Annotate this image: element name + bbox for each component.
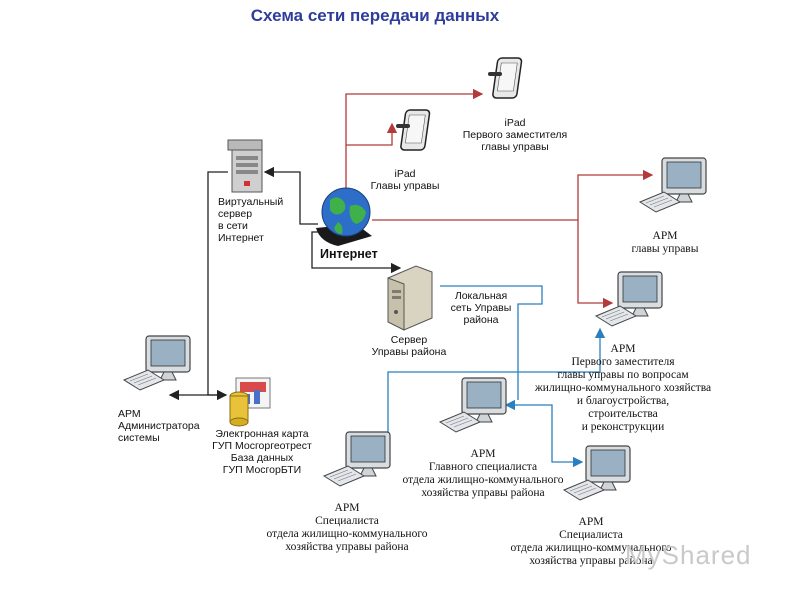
- label-arm-first-deputy: АРМ Первого заместителя главы управы по …: [534, 343, 712, 433]
- server-icon: [387, 265, 433, 331]
- black-links: [168, 166, 402, 401]
- arm-head-icon: [639, 157, 707, 213]
- label-arm-spec2: АРМ Специалиста отдела жилищно-коммуналь…: [510, 516, 672, 567]
- label-arm-chief-spec: АРМ Главного специалиста отдела жилищно-…: [402, 448, 564, 499]
- database-icon: [229, 377, 271, 427]
- label-local-net: Локальная сеть Управы района: [450, 290, 512, 326]
- label-arm-spec1: АРМ Специалиста отдела жилищно-коммуналь…: [266, 502, 428, 553]
- watermark-logo: MyShared: [625, 540, 752, 570]
- virtual-server-icon: [227, 139, 263, 193]
- arm-first-deputy-icon: [595, 271, 663, 327]
- label-ipad-first-deputy: iPad Первого заместителя главы управы: [462, 117, 568, 153]
- label-emap: Электронная карта ГУП Мосгоргеотрест Баз…: [212, 428, 312, 476]
- arm-admin-icon: [123, 335, 191, 391]
- diagram-title: Схема сети передачи данных: [250, 6, 500, 25]
- label-arm-head: АРМ главы управы: [631, 230, 699, 255]
- ipad-head-icon: [395, 109, 431, 151]
- internet-globe-icon: [316, 187, 372, 246]
- label-server: Сервер Управы района: [371, 334, 447, 358]
- internet-links: [345, 88, 654, 309]
- label-arm-admin: АРМ Администратора системы: [118, 408, 200, 444]
- arm-chief-spec-icon: [439, 377, 507, 433]
- label-ipad-head: iPad Главы управы: [370, 168, 440, 192]
- label-virtual-server: Виртуальный сервер в сети Интернет: [218, 196, 284, 244]
- ipad-first-deputy-icon: [487, 57, 523, 99]
- arm-spec1-icon: [323, 431, 391, 487]
- label-internet: Интернет: [320, 247, 378, 261]
- arm-spec2-icon: [563, 445, 631, 501]
